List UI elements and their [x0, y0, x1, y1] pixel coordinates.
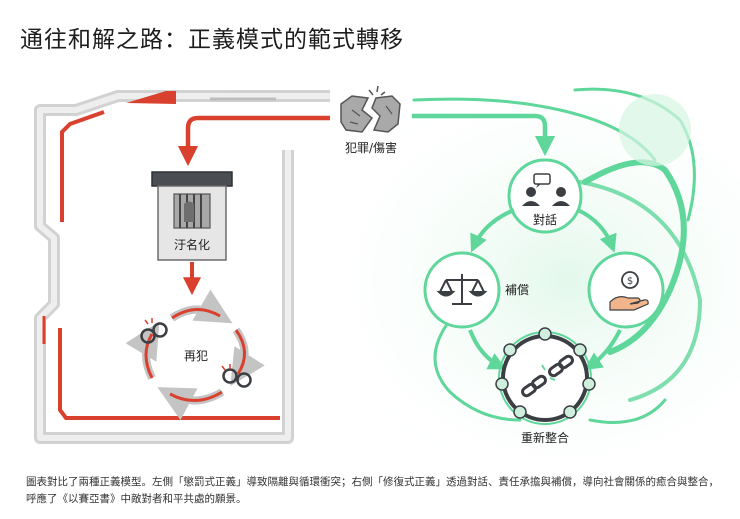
community-people-icon [495, 327, 596, 419]
broken-stone-icon [340, 85, 401, 133]
justice-diagram: 犯罪/傷害 汙名化 再犯 [34, 85, 740, 470]
stigma-label: 汙名化 [174, 237, 210, 252]
responsibility-node [587, 251, 665, 329]
svg-text:$: $ [627, 276, 633, 287]
people-talking-icon [522, 173, 570, 206]
dialogue-to-responsibility-arrow [577, 208, 617, 253]
prison-cell-icon [151, 171, 233, 261]
scales-icon [436, 274, 488, 305]
dialogue-node [507, 158, 583, 234]
restorative-glow [315, 90, 740, 470]
punitive-frame [34, 90, 330, 444]
handcuffs-icon [140, 318, 168, 344]
dialogue-to-compensation-arrow [470, 208, 515, 253]
money-hand-icon: $ [609, 271, 649, 311]
responsibility-to-reintegration-arrow [584, 329, 622, 370]
reintegration-label: 重新整合 [521, 430, 569, 445]
recidivism-label: 再犯 [184, 349, 208, 363]
restorative-flow-arrow [412, 113, 556, 157]
punitive-flow-arrow [177, 115, 330, 167]
dialogue-label: 對話 [533, 212, 557, 227]
handcuffs-icon [221, 364, 252, 388]
figure-caption: 圖表對比了兩種正義模型。左側「懲罰式正義」導致隔離與循環衝突；右側「修復式正義」… [26, 476, 719, 505]
compensation-label: 補償 [505, 283, 529, 297]
broken-chain-icon [521, 354, 574, 398]
recidivism-cycle [125, 289, 265, 421]
crime-label: 犯罪/傷害 [345, 140, 397, 155]
page-title: 通往和解之路：正義模式的範式轉移 [20, 27, 404, 53]
compensation-to-reintegration-arrow [468, 329, 507, 370]
glow-node [619, 94, 691, 166]
